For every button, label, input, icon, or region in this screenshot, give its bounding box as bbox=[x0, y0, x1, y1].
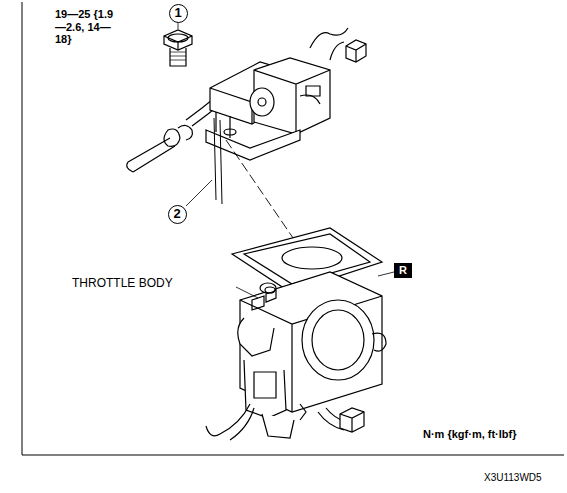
throttle-body bbox=[238, 272, 386, 438]
callout-number-text: 1 bbox=[174, 6, 181, 20]
callout-box-text: R bbox=[399, 264, 407, 276]
callout-number: 1 bbox=[169, 4, 188, 23]
bolt bbox=[164, 30, 192, 66]
figure-code: X3U113WD5 bbox=[484, 472, 542, 484]
solenoid-valve bbox=[206, 58, 330, 204]
callout-box: R bbox=[394, 263, 412, 278]
callout-number: 2 bbox=[168, 205, 187, 224]
torque-spec: 19—25 {1.9—2.6, 14—18} bbox=[55, 8, 117, 46]
callout-number-text: 2 bbox=[173, 207, 180, 221]
part-name: THROTTLE BODY bbox=[72, 277, 173, 291]
unit-note: N·m {kgf·m, ft·lbf} bbox=[423, 428, 517, 441]
